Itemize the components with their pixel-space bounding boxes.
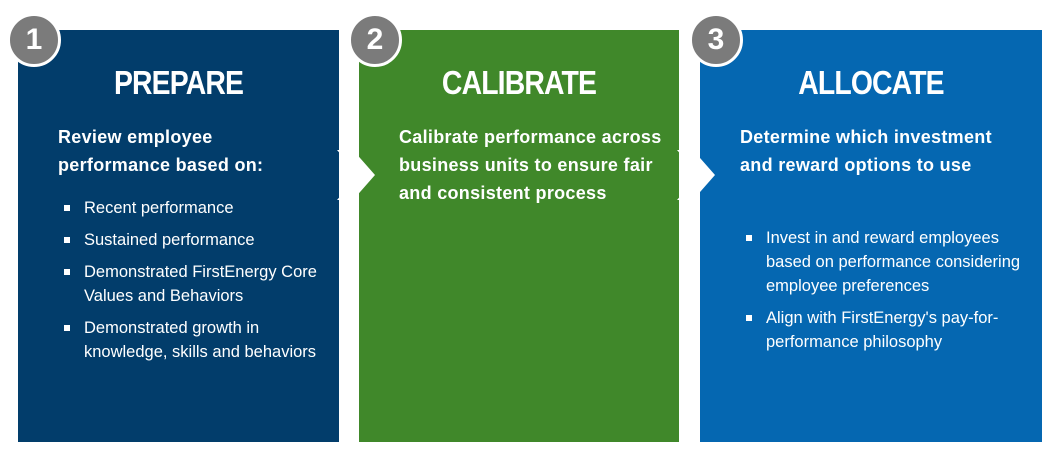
- chevron-right-icon: [337, 150, 375, 200]
- allocate-bullet-list: Invest in and reward employees based on …: [746, 226, 1036, 362]
- prepare-bullet-list: Recent performance Sustained performance…: [64, 196, 334, 372]
- step-description-prepare: Review employee performance based on:: [58, 127, 264, 175]
- bullet-square-icon: [64, 237, 70, 243]
- chevron-right-icon: [677, 150, 715, 200]
- bullet-square-icon: [64, 325, 70, 331]
- list-item: Demonstrated FirstEnergy Core Values and…: [64, 260, 334, 308]
- bullet-text: Invest in and reward employees based on …: [766, 229, 1021, 295]
- step-allocate-panel: ALLOCATE Determine which investment and …: [700, 30, 1042, 442]
- bullet-square-icon: [746, 235, 752, 241]
- list-item: Sustained performance: [64, 228, 334, 252]
- step-number-badge-1: 1: [7, 13, 61, 67]
- bullet-text: Recent performance: [84, 199, 234, 217]
- list-item: Recent performance: [64, 196, 334, 220]
- step-title-allocate: ALLOCATE: [798, 64, 944, 101]
- bullet-text: Demonstrated FirstEnergy Core Values and…: [84, 263, 317, 305]
- step-number-badge-2: 2: [348, 13, 402, 67]
- list-item: Demonstrated growth in knowledge, skills…: [64, 316, 334, 364]
- bullet-square-icon: [64, 269, 70, 275]
- step-description-calibrate: Calibrate performance across business un…: [399, 127, 662, 203]
- step-description-allocate: Determine which investment and reward op…: [740, 127, 992, 175]
- bullet-square-icon: [746, 315, 752, 321]
- list-item: Invest in and reward employees based on …: [746, 226, 1036, 298]
- step-number-badge-3: 3: [689, 13, 743, 67]
- step-prepare-panel: PREPARE Review employee performance base…: [18, 30, 339, 442]
- list-item: Align with FirstEnergy's pay-for-perform…: [746, 306, 1036, 354]
- step-title-prepare: PREPARE: [113, 64, 244, 101]
- step-title-calibrate: CALIBRATE: [441, 64, 597, 101]
- bullet-text: Demonstrated growth in knowledge, skills…: [84, 319, 317, 361]
- bullet-text: Align with FirstEnergy's pay-for-perform…: [766, 309, 999, 351]
- bullet-square-icon: [64, 205, 70, 211]
- step-calibrate-panel: CALIBRATE Calibrate performance across b…: [359, 30, 679, 442]
- bullet-text: Sustained performance: [84, 231, 255, 249]
